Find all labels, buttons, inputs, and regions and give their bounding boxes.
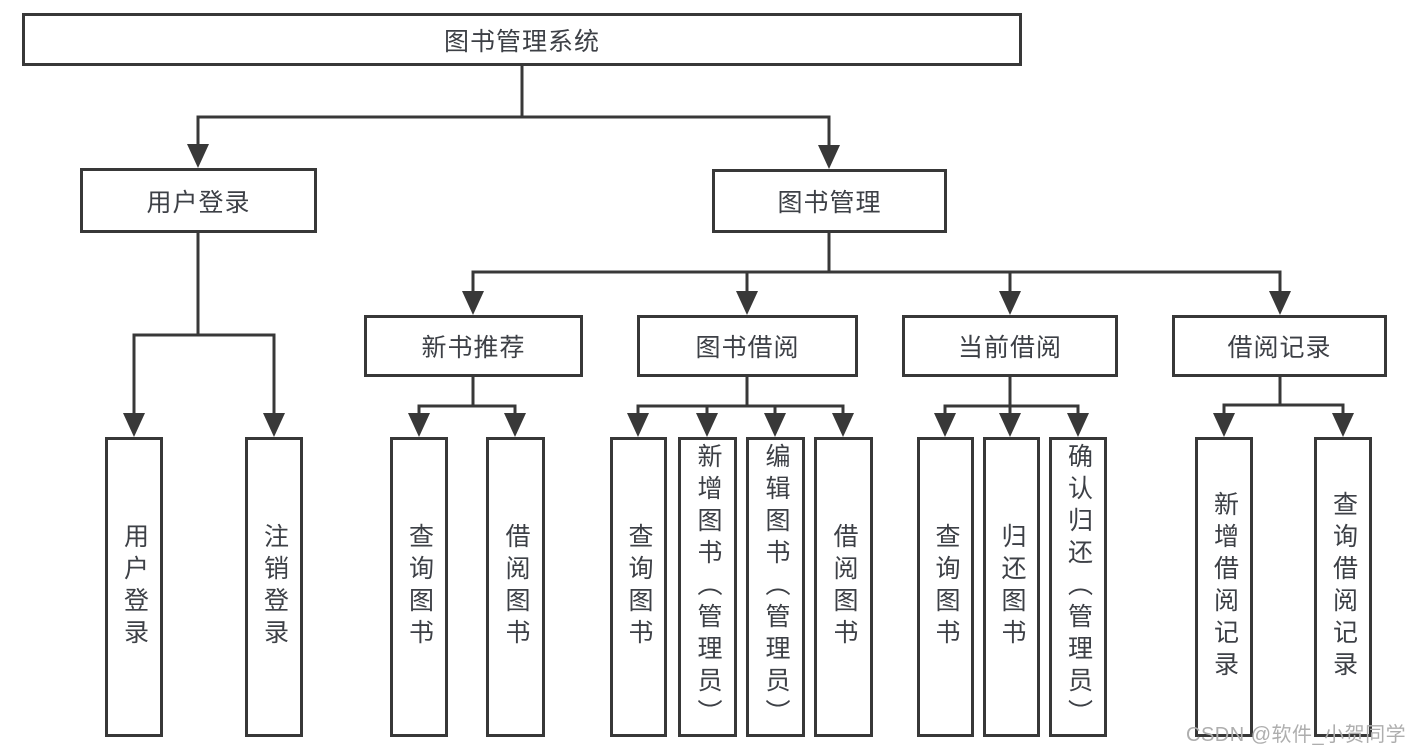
node-root: 图书管理系统 xyxy=(22,13,1022,66)
node-root-label: 图书管理系统 xyxy=(443,27,600,56)
node-leaf-add-book-admin: 新增图书（管理员） xyxy=(678,437,737,737)
node-borrow-record: 借阅记录 xyxy=(1172,315,1387,377)
node-leaf-borrow-books-recommend-label: 借阅图书 xyxy=(502,523,530,651)
node-user-login: 用户登录 xyxy=(80,168,317,233)
node-borrow-record-label: 借阅记录 xyxy=(1227,334,1332,362)
arrow-down-icon xyxy=(1067,413,1089,437)
node-new-book-recommend: 新书推荐 xyxy=(364,315,583,377)
node-leaf-user-login-label: 用户登录 xyxy=(120,523,149,651)
node-leaf-query-borrow-record-label: 查询借阅记录 xyxy=(1329,491,1358,683)
node-leaf-query-books-current: 查询图书 xyxy=(917,437,974,737)
node-leaf-add-book-admin-label: 新增图书（管理员） xyxy=(694,443,722,731)
node-leaf-add-borrow-record-label: 新增借阅记录 xyxy=(1210,491,1239,683)
arrow-down-icon xyxy=(696,413,718,437)
node-leaf-query-books-borrow-label: 查询图书 xyxy=(625,523,653,651)
node-leaf-query-borrow-record: 查询借阅记录 xyxy=(1314,437,1372,737)
connector-user-login xyxy=(123,233,285,437)
arrow-down-icon xyxy=(736,291,758,315)
node-book-management-label: 图书管理 xyxy=(777,189,882,217)
arrow-down-icon xyxy=(1213,413,1235,437)
node-leaf-query-books-current-label: 查询图书 xyxy=(932,523,960,651)
node-leaf-query-books-borrow: 查询图书 xyxy=(610,437,667,737)
node-leaf-user-login: 用户登录 xyxy=(105,437,163,737)
node-leaf-borrow-books: 借阅图书 xyxy=(814,437,873,737)
node-leaf-borrow-books-label: 借阅图书 xyxy=(830,523,858,651)
node-leaf-edit-book-admin: 编辑图书（管理员） xyxy=(746,437,805,737)
node-leaf-confirm-return-admin-label: 确认归还（管理员） xyxy=(1064,443,1093,731)
connector-current-borrow xyxy=(934,377,1089,437)
arrow-down-icon xyxy=(462,291,484,315)
connector-book-borrow xyxy=(627,377,854,437)
node-leaf-logout: 注销登录 xyxy=(245,437,303,737)
node-leaf-return-book-label: 归还图书 xyxy=(998,523,1026,651)
node-current-borrow-label: 当前借阅 xyxy=(957,334,1062,362)
arrow-down-icon xyxy=(627,413,649,437)
connector-borrow-record xyxy=(1213,377,1354,437)
connector-root xyxy=(187,66,840,169)
arrow-down-icon xyxy=(999,413,1021,437)
node-book-borrow-label: 图书借阅 xyxy=(695,334,800,362)
connector-new-book-recommend xyxy=(408,377,526,437)
node-leaf-query-books-recommend: 查询图书 xyxy=(390,437,448,737)
node-leaf-add-borrow-record: 新增借阅记录 xyxy=(1195,437,1253,737)
arrow-down-icon xyxy=(263,413,285,437)
arrow-down-icon xyxy=(123,413,145,437)
node-leaf-confirm-return-admin: 确认归还（管理员） xyxy=(1049,437,1107,737)
node-leaf-borrow-books-recommend: 借阅图书 xyxy=(486,437,545,737)
connector-book-management xyxy=(462,233,1291,315)
arrow-down-icon xyxy=(187,144,209,168)
node-leaf-query-books-recommend-label: 查询图书 xyxy=(405,523,434,651)
arrow-down-icon xyxy=(999,291,1021,315)
arrow-down-icon xyxy=(1332,413,1354,437)
arrow-down-icon xyxy=(1269,291,1291,315)
node-book-borrow: 图书借阅 xyxy=(637,315,858,377)
arrow-down-icon xyxy=(832,413,854,437)
node-leaf-logout-label: 注销登录 xyxy=(260,523,289,651)
node-current-borrow: 当前借阅 xyxy=(902,315,1118,377)
node-book-management: 图书管理 xyxy=(712,169,947,233)
node-new-book-recommend-label: 新书推荐 xyxy=(421,334,526,362)
arrow-down-icon xyxy=(764,413,786,437)
csdn-watermark: CSDN @软件_小贺同学 xyxy=(1186,724,1405,746)
node-leaf-return-book: 归还图书 xyxy=(983,437,1040,737)
arrow-down-icon xyxy=(934,413,956,437)
arrow-down-icon xyxy=(504,413,526,437)
arrow-down-icon xyxy=(818,145,840,169)
node-user-login-label: 用户登录 xyxy=(146,188,251,217)
arrow-down-icon xyxy=(408,413,430,437)
node-leaf-edit-book-admin-label: 编辑图书（管理员） xyxy=(762,443,790,731)
